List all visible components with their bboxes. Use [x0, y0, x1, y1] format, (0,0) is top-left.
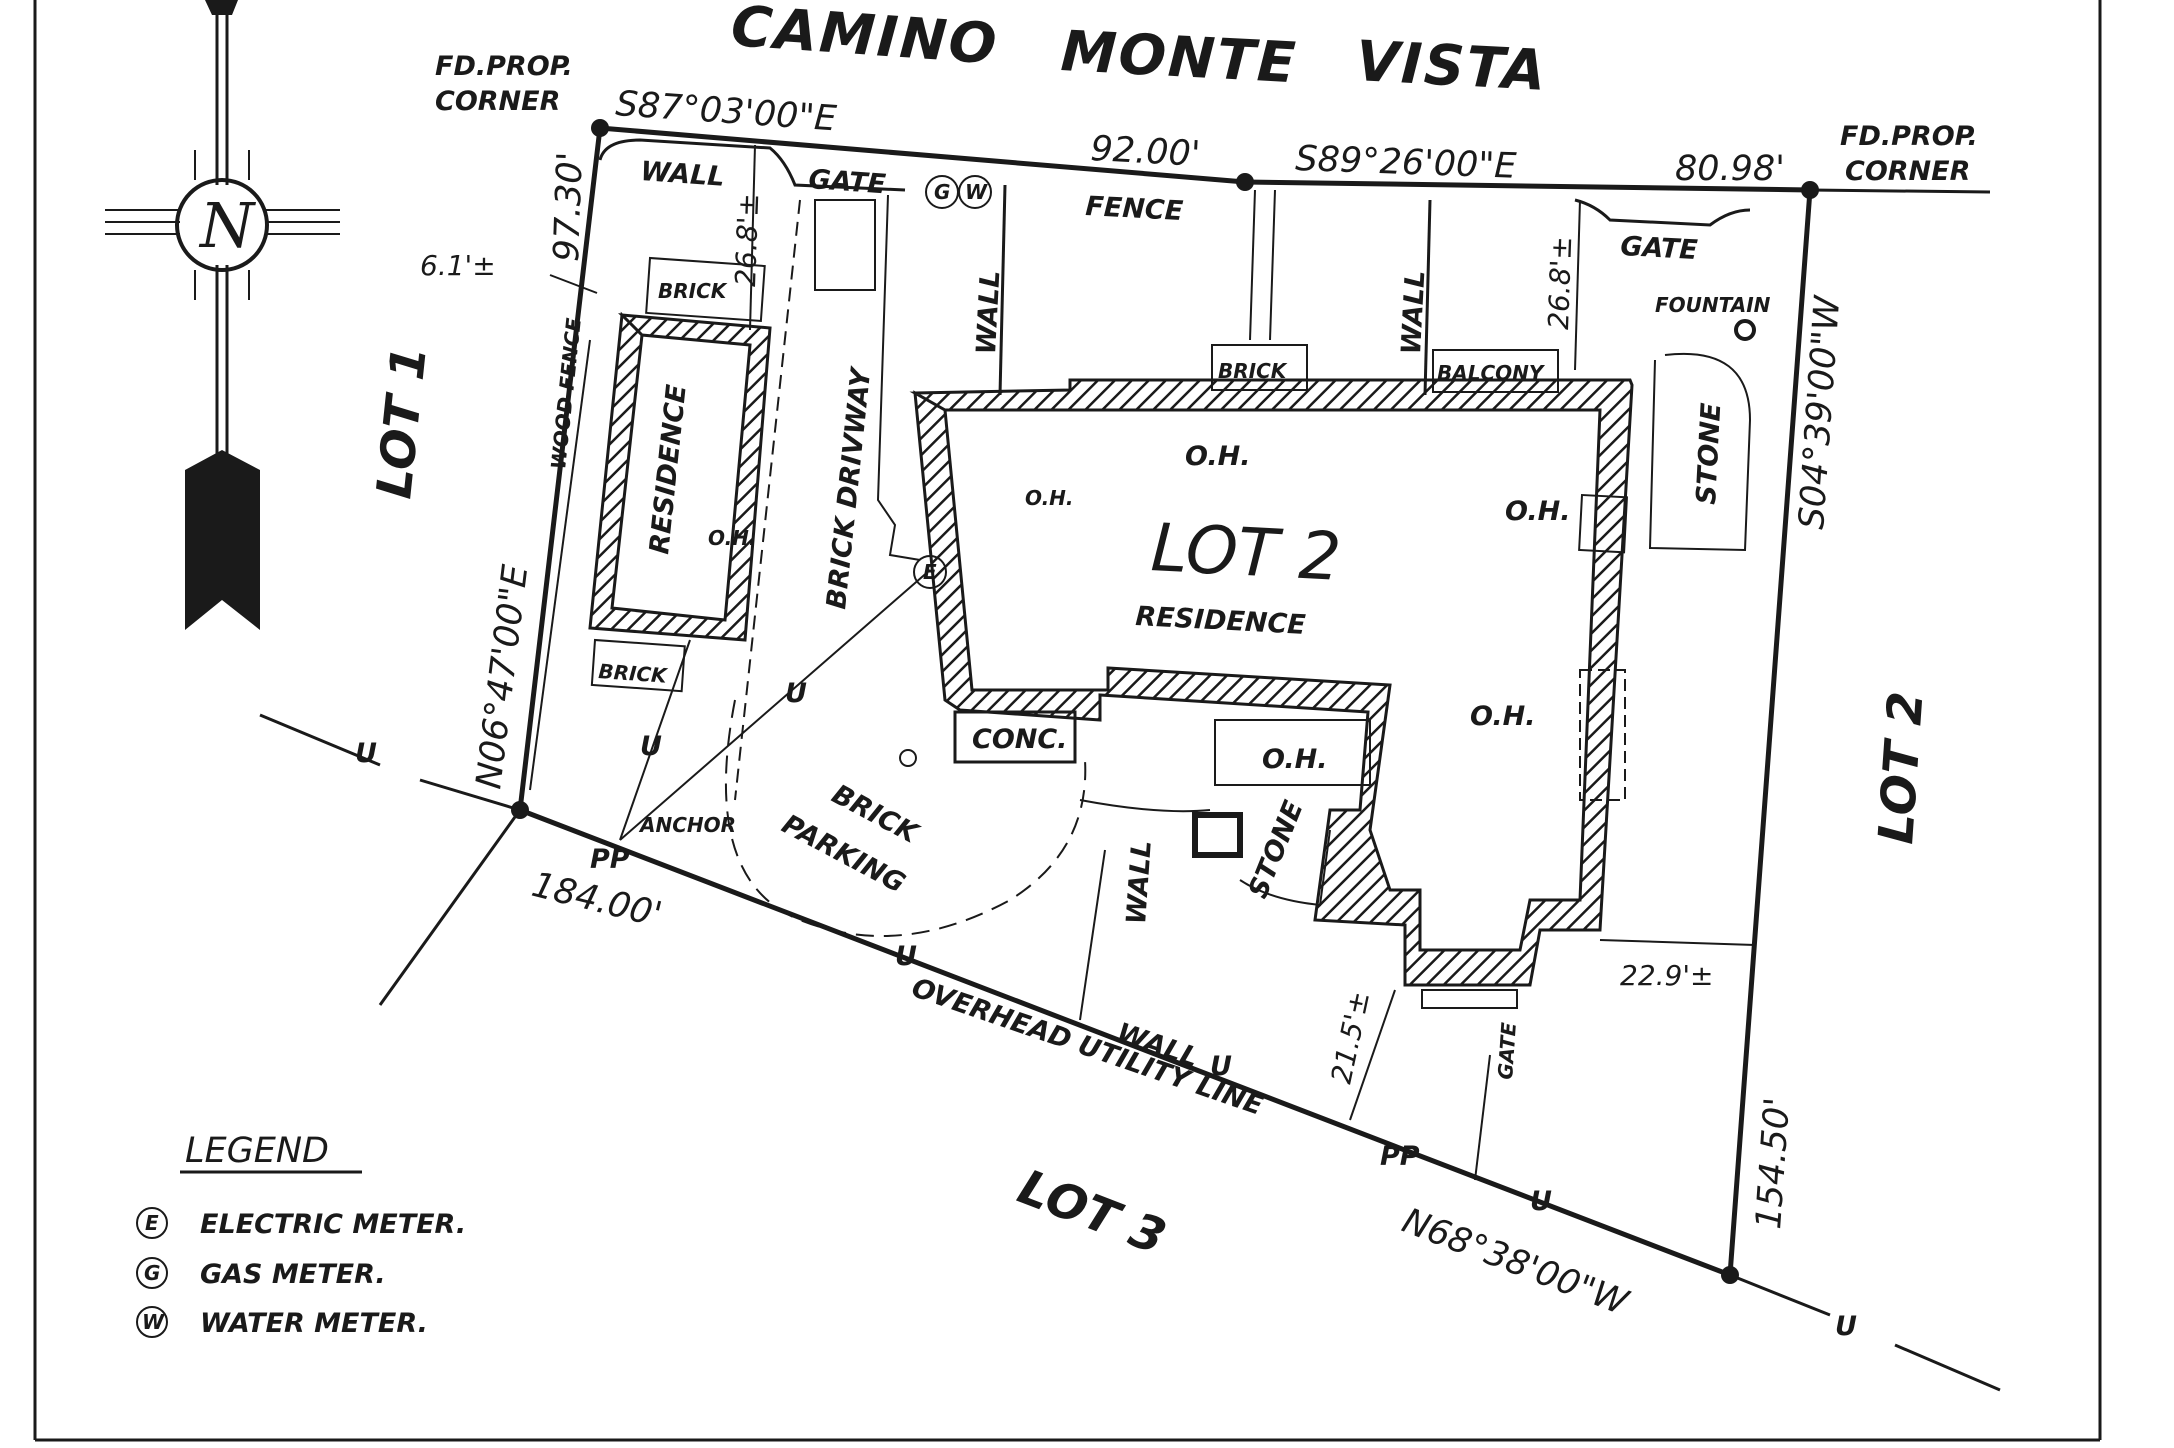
utility-line-label: OVERHEAD UTILITY LINE — [908, 972, 1268, 1122]
u-label-2: U — [640, 731, 662, 762]
fountain-icon — [1734, 319, 1756, 341]
u-label-6: U — [1530, 1186, 1552, 1217]
lot-2-east-label: LOT 2 — [1868, 690, 1935, 846]
meters: G W E — [913, 175, 992, 589]
balcony-label: BALCONY — [1437, 361, 1546, 385]
svg-text:E: E — [923, 560, 937, 584]
u-label-3: U — [785, 678, 807, 709]
corner-label-nw-line2: CORNER — [435, 86, 560, 117]
property-boundary — [259, 119, 2001, 1392]
lot-1-label: LOT 1 — [366, 344, 438, 502]
legend-item-electric: E ELECTRIC METER. — [136, 1207, 466, 1240]
oh-label-4: O.H. — [1025, 486, 1074, 510]
conc-label: CONC. — [972, 724, 1067, 755]
svg-text:G: G — [934, 180, 950, 204]
svg-text:G: G — [144, 1261, 160, 1285]
legend-item-water: W WATER METER. — [136, 1306, 428, 1339]
west-residence: RESIDENCE — [588, 311, 772, 642]
svg-text:ELECTRIC METER.: ELECTRIC METER. — [200, 1209, 466, 1240]
street-name-part-3: VISTA — [1354, 29, 1549, 104]
north-arrow: N — [105, 0, 340, 630]
oh-label-1: O.H. — [1185, 441, 1250, 472]
corner-marker-north — [1236, 173, 1254, 191]
corner-marker-sw — [511, 801, 529, 819]
offset-label-5: 21.5'± — [1325, 988, 1377, 1086]
distance-north-east: 80.98' — [1675, 149, 1785, 189]
site-lines — [529, 138, 1751, 1181]
corner-marker-nw — [591, 119, 609, 137]
brick-label-1: BRICK — [658, 279, 728, 303]
oh-label-2: O.H. — [1505, 496, 1570, 527]
oh-label-3: O.H. — [1470, 701, 1535, 732]
u-label-5: U — [1210, 1051, 1232, 1082]
street-name: CAMINO MONTE VISTA — [729, 0, 1549, 104]
legend-title: LEGEND — [185, 1131, 329, 1171]
distance-north-west: 92.00' — [1090, 129, 1202, 175]
offset-label-1: 6.1'± — [420, 249, 496, 282]
stone-label-1: STONE — [1691, 401, 1727, 505]
corner-label-ne-line1: FD.PROP. — [1840, 121, 1978, 152]
lot-2-title: LOT 2 — [1149, 509, 1343, 596]
street-name-part-2: MONTE — [1059, 19, 1299, 96]
brick-label-3: BRICK — [1218, 359, 1288, 383]
electric-meter-icon: E — [913, 555, 947, 589]
u-label-4: U — [895, 941, 917, 972]
distance-west-top: 97.30' — [547, 151, 591, 262]
pp-label-1: PP — [590, 844, 630, 875]
fountain-label: FOUNTAIN — [1655, 293, 1771, 317]
west-residence-label: RESIDENCE — [644, 382, 693, 555]
bearing-south: N68°38'00"W — [1397, 1201, 1634, 1324]
water-meter-icon: W — [958, 175, 992, 209]
offset-label-2: 26.8'± — [729, 193, 765, 288]
corner-marker-se — [1721, 1266, 1739, 1284]
gate-label-3: GATE — [1493, 1021, 1521, 1080]
brick-label-2: BRICK — [598, 659, 669, 688]
distance-east: 154.50' — [1749, 1096, 1798, 1231]
corner-label-nw-line1: FD.PROP. — [435, 51, 573, 82]
bearing-north-east: S89°26'00"E — [1295, 139, 1518, 187]
u-label-1: U — [355, 738, 377, 769]
svg-text:WATER METER.: WATER METER. — [200, 1308, 428, 1339]
brick-driveway-label: BRICK DRIVWAY — [821, 365, 877, 611]
street-name-part-1: CAMINO — [729, 0, 1000, 78]
gate-label-2: GATE — [1620, 231, 1699, 266]
fence-label: FENCE — [1085, 191, 1185, 227]
u-label-7: U — [1835, 1311, 1857, 1342]
svg-text:W: W — [142, 1310, 165, 1334]
wood-fence-label: WOOD FENCE — [546, 316, 586, 470]
offset-label-4: 22.9'± — [1620, 959, 1714, 992]
utility-box — [1192, 812, 1243, 858]
wall-label-1: WALL — [640, 156, 726, 193]
anchor-label: ANCHOR — [638, 813, 736, 837]
svg-text:E: E — [145, 1211, 159, 1235]
lot-2-residence-label: RESIDENCE — [1135, 601, 1307, 641]
offset-label-3: 26.8'± — [1542, 236, 1578, 331]
distance-south: 184.00' — [528, 865, 666, 936]
legend-item-gas: G GAS METER. — [136, 1257, 386, 1290]
dimension-lines: 6.1'± 26.8'± 26.8'± 22.9'± 21.5'± — [420, 144, 1756, 1121]
oh-label-5: O.H. — [708, 526, 757, 550]
north-letter: N — [198, 189, 257, 262]
oh-label-6: O.H. — [1262, 744, 1327, 775]
svg-text:GAS METER.: GAS METER. — [200, 1259, 386, 1290]
gas-meter-icon: G — [925, 175, 959, 209]
svg-text:W: W — [965, 180, 988, 204]
wall-label-4: WALL — [1121, 839, 1158, 925]
pp-label-2: PP — [1380, 1141, 1420, 1172]
lot-3-label: LOT 3 — [1011, 1159, 1173, 1266]
legend: LEGEND E ELECTRIC METER. G GAS METER. W … — [136, 1131, 466, 1339]
corner-marker-ne — [1801, 181, 1819, 199]
corner-label-ne-line2: CORNER — [1845, 156, 1970, 187]
gate-label-1: GATE — [808, 164, 888, 200]
page-frame — [33, 0, 2102, 1442]
main-residence — [909, 378, 1634, 987]
